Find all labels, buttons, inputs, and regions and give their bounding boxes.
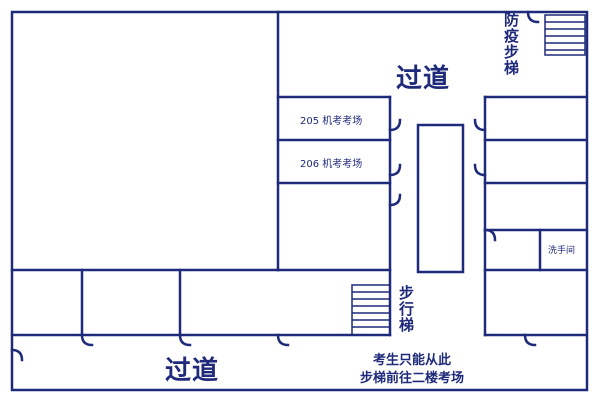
door-swing — [388, 193, 402, 207]
door-swing — [10, 348, 24, 362]
door-swing — [388, 163, 402, 177]
central-pillar — [416, 123, 465, 274]
bottom-corridor-label: 过道 — [165, 356, 220, 386]
door-swing — [388, 118, 402, 132]
room-205-label: 205 机考考场 — [300, 116, 363, 127]
walking-stair-steps — [351, 284, 391, 336]
notice-line-1: 考生只能从此 — [373, 353, 452, 368]
washroom-label: 洗手间 — [548, 246, 576, 256]
epidemic-stair-label: 防疫步梯 — [502, 12, 520, 76]
outer-wall — [10, 10, 589, 392]
door-swing — [473, 118, 487, 132]
door-swing — [276, 333, 290, 347]
door-swing — [80, 333, 94, 347]
door-swing — [483, 228, 497, 242]
door-swing — [473, 163, 487, 177]
walking-stair-label: 步行梯 — [397, 285, 415, 333]
stair-notice: 考生只能从此 步梯前往二楼考场 — [360, 352, 464, 388]
epidemic-stair-steps — [544, 14, 586, 56]
door-swing — [526, 10, 540, 24]
notice-line-2: 步梯前往二楼考场 — [360, 371, 465, 386]
room-206-label: 206 机考考场 — [300, 159, 363, 170]
top-corridor-label: 过道 — [396, 64, 451, 94]
door-swing — [523, 333, 537, 347]
door-swing — [178, 333, 192, 347]
